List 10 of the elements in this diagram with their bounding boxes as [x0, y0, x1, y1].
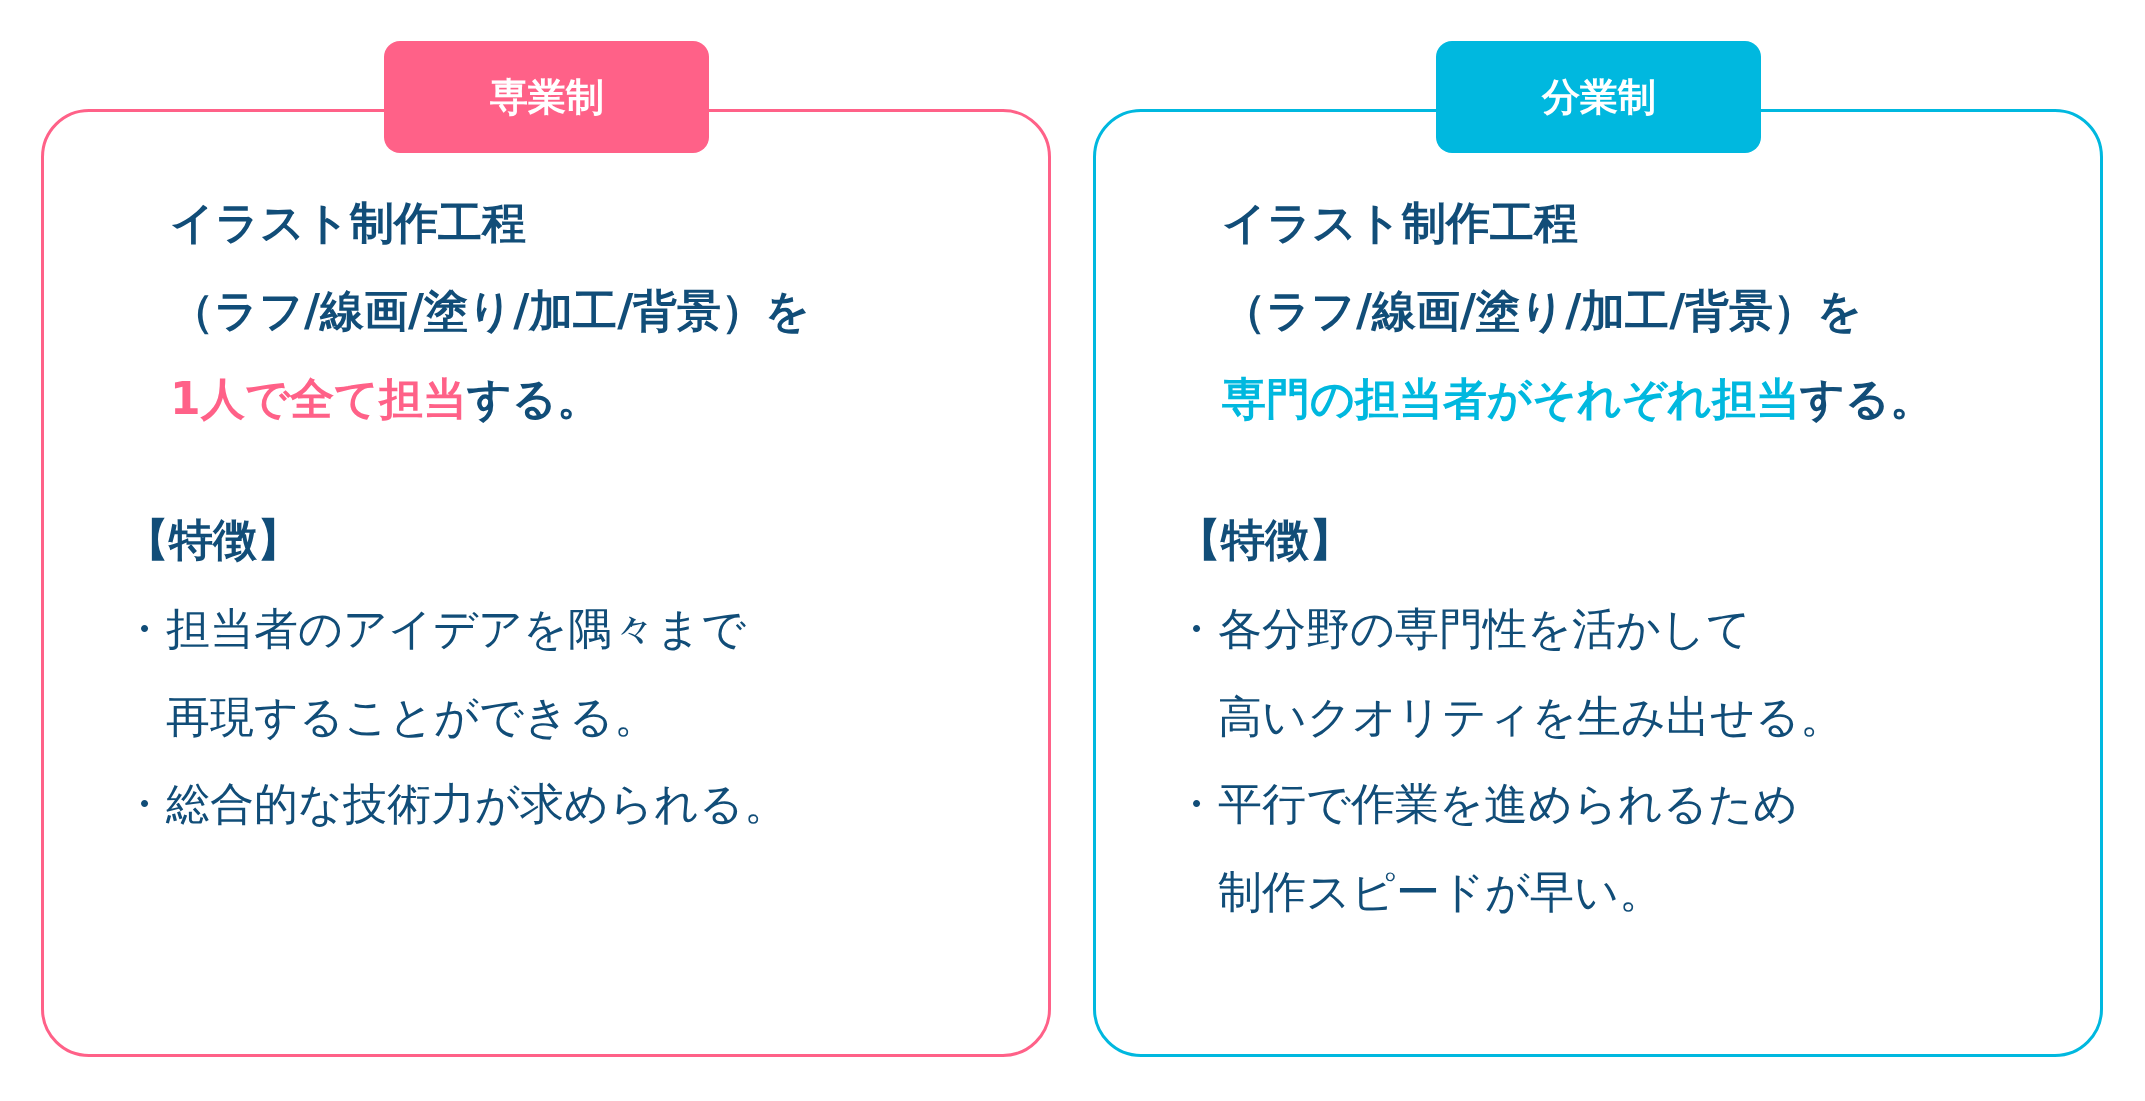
description-text: イラスト制作工程（ラフ/線画/塗り/加工/背景）を専門の担当者がそれぞれ担当する。: [1222, 196, 1934, 426]
description-text: イラスト制作工程（ラフ/線画/塗り/加工/背景）を1人で全て担当する。: [170, 196, 811, 426]
section-heading: 【特徴】: [125, 513, 301, 567]
section-heading: 【特徴】: [1177, 513, 1353, 567]
heading-tab: 専業制: [384, 41, 709, 153]
heading-tab: 分業制: [1436, 41, 1761, 153]
bullet-text: ・各分野の専門性を活かして高いクオリティを生み出せる。: [1174, 602, 1844, 744]
bullet-text: ・総合的な技術力が求められる。: [122, 777, 788, 831]
bullet-text: ・担当者のアイデアを隅々まで再現することができる。: [122, 602, 746, 744]
bullet-text: ・平行で作業を進められるため制作スピードが早い。: [1174, 777, 1798, 919]
